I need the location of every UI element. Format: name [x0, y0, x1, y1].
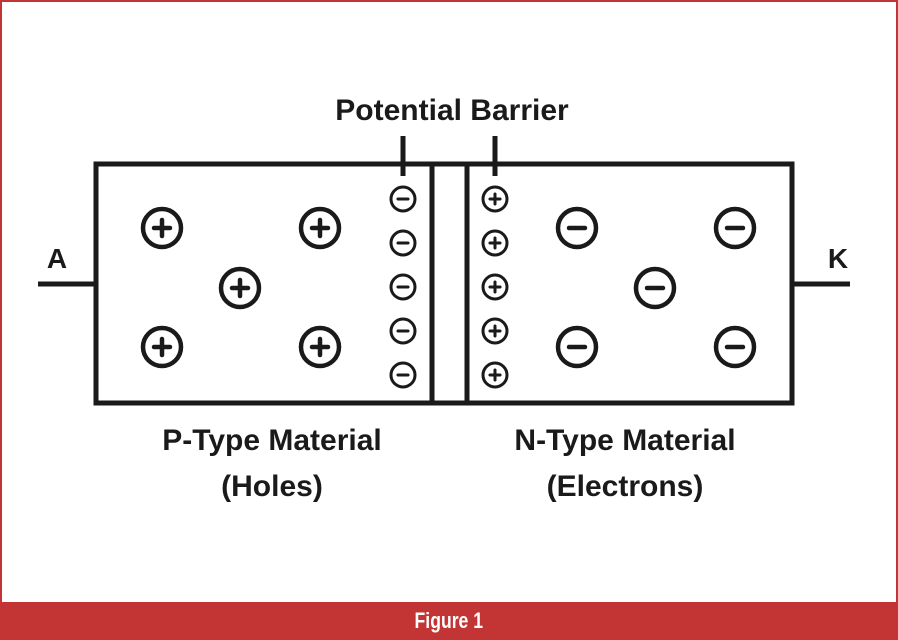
electron-icon — [555, 325, 599, 369]
hole-icon — [298, 206, 342, 250]
hole-icon — [140, 325, 184, 369]
pn-junction-diagram: Potential Barrier A K P-Type Material (H… — [38, 94, 850, 503]
hole-icon — [298, 325, 342, 369]
electron-icon — [633, 266, 677, 310]
junction-box — [93, 161, 795, 406]
electron-icon — [713, 325, 757, 369]
negative-ion-icon — [389, 229, 417, 257]
positive-ion-icon — [481, 317, 509, 345]
anode-label: A — [47, 243, 67, 274]
positive-ion-icon — [481, 273, 509, 301]
negative-ion-icon — [389, 273, 417, 301]
potential-barrier-title: Potential Barrier — [335, 94, 569, 127]
positive-ion-icon — [481, 185, 509, 213]
figure-frame — [0, 0, 898, 602]
n-type-sublabel: (Electrons) — [547, 470, 704, 503]
hole-icon — [218, 266, 262, 310]
negative-ion-icon — [389, 361, 417, 389]
positive-ion-icon — [481, 229, 509, 257]
p-type-sublabel: (Holes) — [221, 470, 323, 503]
figure-caption: Figure 1 — [0, 602, 898, 640]
negative-ion-icon — [389, 185, 417, 213]
positive-ion-icon — [481, 361, 509, 389]
n-type-label: N-Type Material — [514, 424, 735, 457]
hole-icon — [140, 206, 184, 250]
electron-icon — [555, 206, 599, 250]
cathode-label: K — [828, 243, 848, 274]
figure-caption-text: Figure 1 — [414, 608, 484, 633]
p-type-label: P-Type Material — [162, 424, 382, 457]
electron-icon — [713, 206, 757, 250]
negative-ion-icon — [389, 317, 417, 345]
